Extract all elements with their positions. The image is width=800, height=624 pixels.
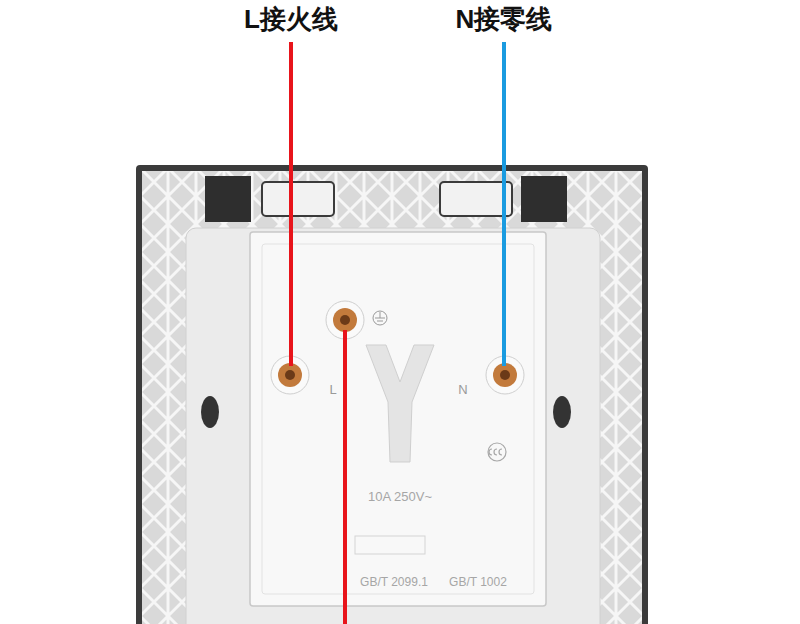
earth-symbol: [373, 311, 387, 325]
clip-notch: [440, 182, 512, 216]
standard-code: GB/T 1002: [449, 575, 507, 589]
wire-title: N接零线: [456, 2, 553, 37]
socket-module: [250, 232, 546, 606]
earth-slot: [366, 345, 434, 462]
clip-notch: [521, 176, 567, 222]
module-inner: [262, 244, 534, 594]
earth-wire: [343, 330, 347, 624]
live-wire: [289, 42, 293, 366]
module-window: [355, 536, 425, 554]
clip-notch: [262, 182, 334, 216]
terminal-letter: N: [458, 382, 467, 397]
standard-code: GB/T 2099.1: [360, 575, 428, 589]
ccc-mark: [488, 443, 506, 461]
screw-hole: [201, 396, 219, 428]
mount-plate: [186, 228, 600, 624]
screw-hole: [553, 396, 571, 428]
clip-notch: [205, 176, 251, 222]
rating-text: 10A 250V~: [368, 489, 432, 504]
wire-title: L接火线: [244, 2, 338, 37]
terminal-letter: L: [329, 382, 336, 397]
neutral-wire: [502, 42, 506, 366]
